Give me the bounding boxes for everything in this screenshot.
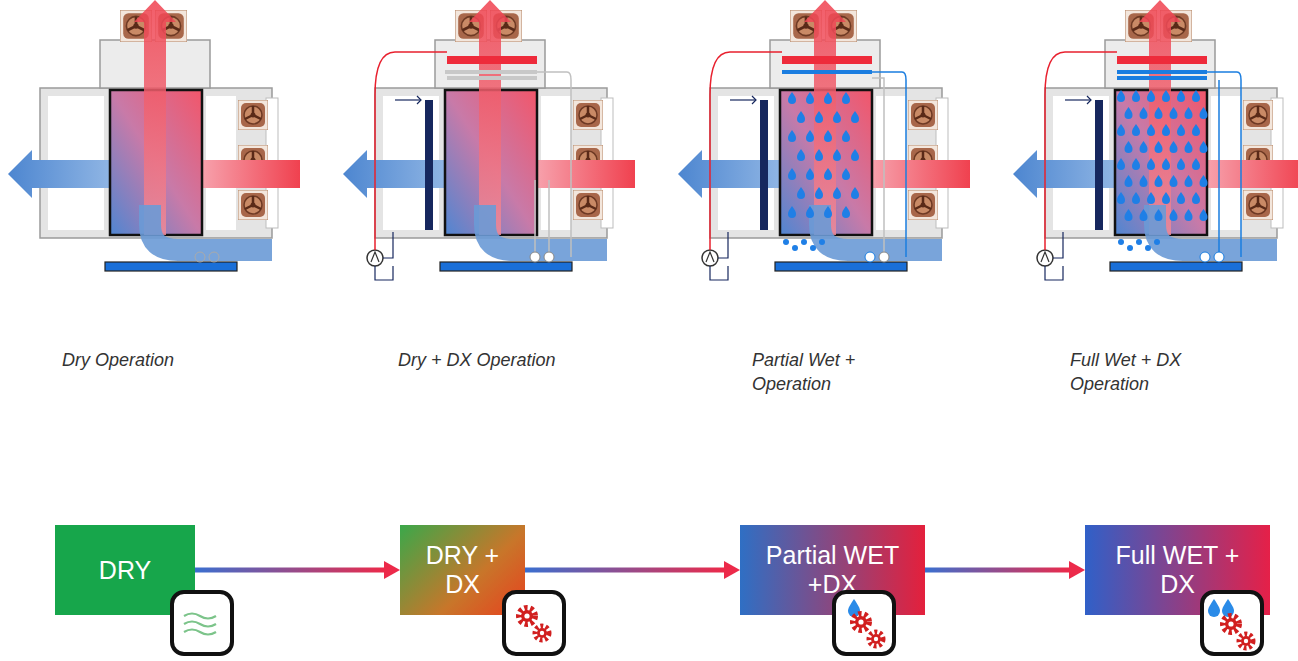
mode-caption: Partial Wet + Operation <box>752 348 902 397</box>
mode-box: Full WET + DX <box>1085 525 1270 615</box>
box-label: DRY <box>99 556 151 585</box>
mode-box: DRY + DX <box>400 525 525 615</box>
mode-caption: Dry Operation <box>62 348 312 372</box>
mode-box: Partial WET +DX <box>740 525 925 615</box>
full-wet-icon <box>1202 592 1262 654</box>
box-label: Full WET + DX <box>1095 541 1260 599</box>
dry-icon <box>172 592 232 654</box>
mode-caption: Dry + DX Operation <box>398 348 648 372</box>
flow-arrow <box>525 561 740 579</box>
box-text-group: DRY <box>99 556 151 585</box>
dx-icon <box>504 592 564 654</box>
flow-arrow <box>925 561 1085 579</box>
box-label: Partial WET +DX <box>750 541 915 599</box>
box-text-group: Partial WET +DX <box>750 541 915 599</box>
box-text-group: Full WET + DX <box>1095 541 1260 599</box>
partial-wet-icon <box>834 592 894 654</box>
mode-box: DRY <box>55 525 195 615</box>
mode-caption: Full Wet + DX Operation <box>1070 348 1183 397</box>
flow-arrow <box>195 561 400 579</box>
box-text-group: DRY + DX <box>410 541 515 599</box>
box-label: DRY + DX <box>410 541 515 599</box>
